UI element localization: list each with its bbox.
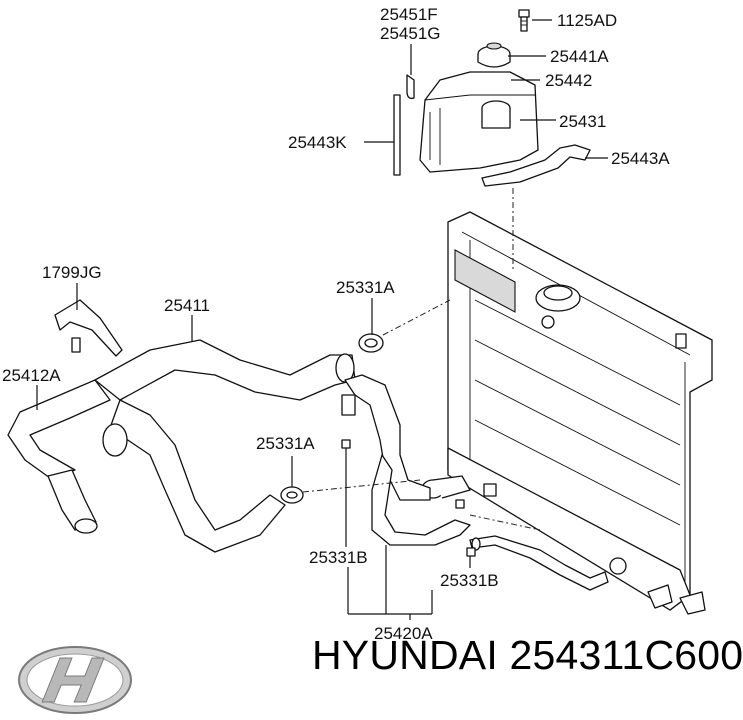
label-1799jg: 1799JG bbox=[42, 263, 102, 282]
radiator bbox=[421, 211, 713, 615]
label-1125ad: 1125AD bbox=[557, 11, 617, 30]
label-25331b-right: 25331B bbox=[440, 571, 499, 590]
clamp-25331b-small bbox=[341, 439, 351, 449]
clamp-25331a-top bbox=[358, 333, 384, 353]
label-25420a: 25420A bbox=[374, 624, 433, 643]
label-25331b-left: 25331B bbox=[309, 548, 368, 567]
lower-hose-25420a bbox=[341, 374, 609, 591]
upper-hose-25411 bbox=[94, 339, 356, 553]
label-25443k: 25443K bbox=[288, 133, 347, 152]
hyundai-logo bbox=[18, 646, 132, 714]
radiator-cooling-diagram: 25451F 25451G 1125AD 25441A 25442 25431 … bbox=[2, 5, 713, 714]
clip-1799jg bbox=[54, 299, 123, 357]
clamp-25331b-mid bbox=[455, 499, 465, 509]
label-25431: 25431 bbox=[559, 112, 606, 131]
label-25411: 25411 bbox=[164, 296, 210, 315]
clamp-25331b-right bbox=[466, 547, 476, 557]
centerline-upper bbox=[382, 299, 451, 336]
label-25442: 25442 bbox=[545, 71, 592, 90]
clamp-25331a-mid bbox=[280, 486, 304, 504]
label-25412a: 25412A bbox=[2, 366, 61, 385]
reservoir-cap-25441a bbox=[477, 42, 511, 68]
label-25331a-mid: 25331A bbox=[256, 434, 315, 453]
hose-25451f bbox=[406, 74, 415, 100]
reservoir-tank-25431 bbox=[393, 71, 539, 176]
label-25441a: 25441A bbox=[550, 47, 609, 66]
bolt-1125ad bbox=[518, 9, 530, 32]
label-25451f: 25451F bbox=[380, 5, 438, 24]
centerline-mid bbox=[302, 479, 421, 493]
part-number-caption: HYUNDAI 254311C600 bbox=[312, 632, 743, 678]
leader-lines bbox=[36, 19, 608, 620]
centerline-lower bbox=[469, 514, 541, 531]
hose-25443a bbox=[481, 144, 591, 187]
label-25331a-top: 25331A bbox=[336, 278, 395, 297]
hose-25412a bbox=[7, 379, 111, 534]
label-25451g: 25451G bbox=[380, 24, 441, 43]
label-25443a: 25443A bbox=[611, 149, 670, 168]
